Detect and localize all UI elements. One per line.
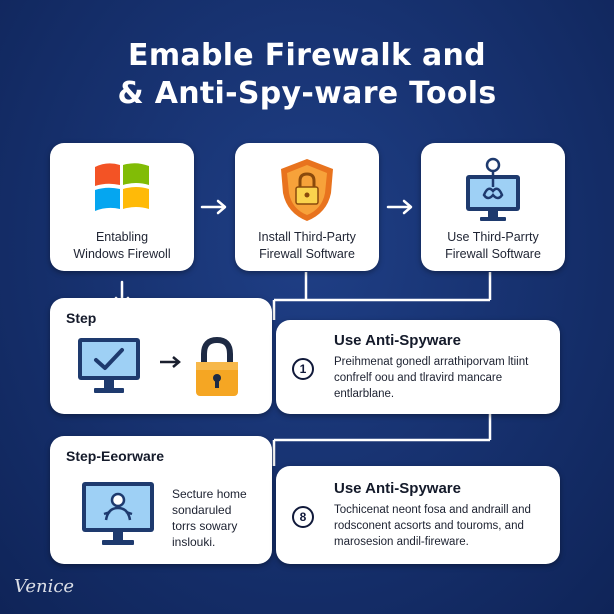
step-number-badge: 1 bbox=[292, 358, 314, 380]
padlock-icon bbox=[192, 336, 242, 405]
panel-heading: Use Anti-Spyware bbox=[334, 332, 461, 349]
card-install-third-party: Install Third-Party Firewall Software bbox=[235, 143, 379, 271]
step-1-card: Step bbox=[50, 298, 272, 414]
card-label: Use Third-Parrty Firewall Software bbox=[445, 230, 541, 261]
card-label: Entabling Windows Firewoll bbox=[73, 230, 171, 261]
windows-logo-icon bbox=[50, 155, 194, 225]
page-title-line-1: Emable Firewalk and bbox=[128, 38, 486, 73]
arrow-right-1 bbox=[200, 199, 227, 215]
connector-install bbox=[272, 272, 490, 320]
step-2-label: Step-Eeorware bbox=[66, 448, 165, 464]
arrow-right-icon bbox=[158, 354, 184, 375]
panel-description: Preihmenat gonedl arrathiporvam ltiint c… bbox=[334, 356, 529, 400]
page-title-line-2: & Anti-Spy-ware Tools bbox=[117, 76, 497, 111]
step-2-description: Secture home sondaruled torrs sowary ins… bbox=[172, 487, 247, 549]
shield-lock-icon bbox=[235, 155, 379, 225]
card-label: Install Third-Party Firewall Software bbox=[258, 230, 356, 261]
panel-heading: Use Anti-Spyware bbox=[334, 480, 461, 497]
panel-use-anti-spyware-1: 1 Use Anti-Spyware Preihmenat gonedl arr… bbox=[276, 320, 560, 414]
card-enable-windows-firewall: Entabling Windows Firewoll bbox=[50, 143, 194, 271]
step-2-card: Step-Eeorware Secture home sondaruled to… bbox=[50, 436, 272, 564]
step-1-label: Step bbox=[66, 310, 97, 326]
watermark-logo: Venice bbox=[14, 576, 75, 597]
step-number-badge: 8 bbox=[292, 506, 314, 528]
panel-use-anti-spyware-2: 8 Use Anti-Spyware Tochicenat neont fosa… bbox=[276, 466, 560, 564]
panel-description: Tochicenat neont fosa and andraill and r… bbox=[334, 504, 531, 548]
connector-middle bbox=[272, 414, 492, 466]
arrow-right-2 bbox=[386, 199, 413, 215]
monitor-check-icon bbox=[76, 336, 146, 403]
card-use-third-party: Use Third-Parrty Firewall Software bbox=[421, 143, 565, 271]
monitor-user-icon bbox=[80, 480, 156, 557]
monitor-network-icon bbox=[421, 155, 565, 225]
